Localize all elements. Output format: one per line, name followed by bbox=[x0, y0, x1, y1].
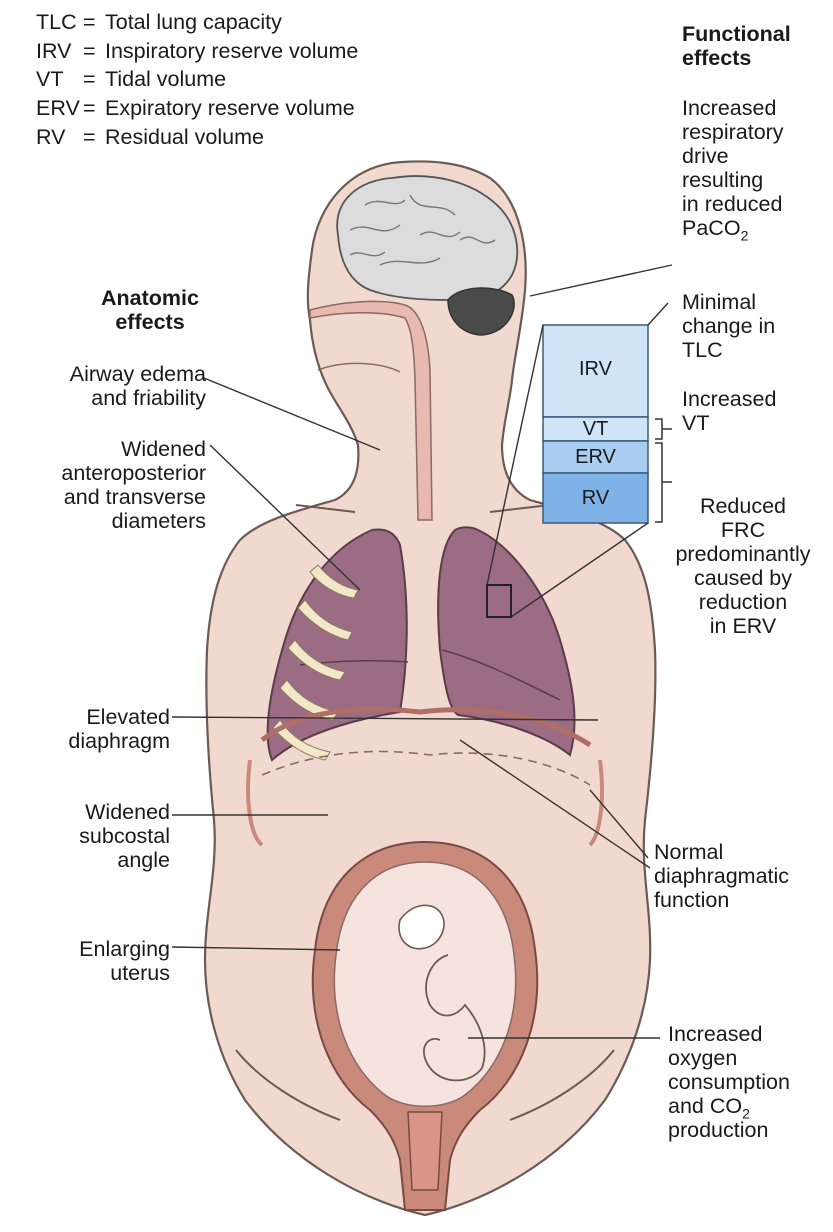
label-normal-diaphragmatic-function: Normal diaphragmatic function bbox=[654, 840, 832, 912]
paco2-subscript: 2 bbox=[741, 227, 749, 243]
label-widened-subcostal-angle: Widened subcostal angle bbox=[10, 800, 170, 872]
respiratory-drive-text: Increased respiratory drive resulting in… bbox=[682, 96, 784, 240]
uterus-cavity bbox=[334, 862, 515, 1106]
legend-abbr: RV bbox=[36, 125, 83, 149]
legend-eq: = bbox=[83, 67, 105, 91]
anatomic-effects-heading: Anatomic effects bbox=[70, 286, 230, 334]
label-airway-edema: Airway edema and friability bbox=[10, 362, 206, 410]
legend-eq: = bbox=[83, 96, 105, 120]
box-label-irv: IRV bbox=[543, 358, 648, 380]
legend-desc: Tidal volume bbox=[105, 67, 226, 91]
legend-row-tlc: TLC=Total lung capacity bbox=[36, 10, 282, 34]
label-enlarging-uterus: Enlarging uterus bbox=[10, 937, 170, 985]
legend-row-vt: VT=Tidal volume bbox=[36, 67, 226, 91]
functional-effects-heading: Functional effects bbox=[682, 22, 832, 70]
label-widened-diameters: Widened anteroposterior and transverse d… bbox=[0, 437, 206, 533]
legend-desc: Residual volume bbox=[105, 125, 264, 149]
label-respiratory-drive: Increased respiratory drive resulting in… bbox=[682, 96, 832, 240]
legend-abbr: IRV bbox=[36, 39, 83, 63]
cervix bbox=[408, 1112, 442, 1190]
label-reduced-frc: Reduced FRC predominantly caused by redu… bbox=[654, 470, 832, 662]
reduced-frc-text: Reduced FRC predominantly caused by redu… bbox=[654, 494, 832, 638]
box-label-vt: VT bbox=[543, 418, 648, 440]
vt-bracket bbox=[655, 419, 672, 439]
legend-desc: Total lung capacity bbox=[105, 10, 282, 34]
legend-abbr: TLC bbox=[36, 10, 83, 34]
box-label-erv: ERV bbox=[543, 446, 648, 468]
legend-row-irv: IRV=Inspiratory reserve volume bbox=[36, 39, 358, 63]
box-label-rv: RV bbox=[543, 487, 648, 509]
legend-row-rv: RV=Residual volume bbox=[36, 125, 264, 149]
legend-eq: = bbox=[83, 125, 105, 149]
legend-eq: = bbox=[83, 10, 105, 34]
legend-abbr: VT bbox=[36, 67, 83, 91]
label-elevated-diaphragm: Elevated diaphragm bbox=[10, 705, 170, 753]
legend-desc: Inspiratory reserve volume bbox=[105, 39, 358, 63]
legend-eq: = bbox=[83, 39, 105, 63]
legend-abbr: ERV bbox=[36, 96, 83, 120]
legend-desc: Expiratory reserve volume bbox=[105, 96, 355, 120]
label-increased-vt: Increased VT bbox=[682, 387, 832, 435]
oxygen-tail-text: production bbox=[668, 1118, 768, 1142]
label-increased-oxygen: Increased oxygen consumption and CO2prod… bbox=[668, 1022, 828, 1142]
legend-row-erv: ERV=Expiratory reserve volume bbox=[36, 96, 355, 120]
label-minimal-change-tlc: Minimal change in TLC bbox=[682, 290, 832, 362]
oxygen-text: Increased oxygen consumption and CO bbox=[668, 1022, 790, 1118]
